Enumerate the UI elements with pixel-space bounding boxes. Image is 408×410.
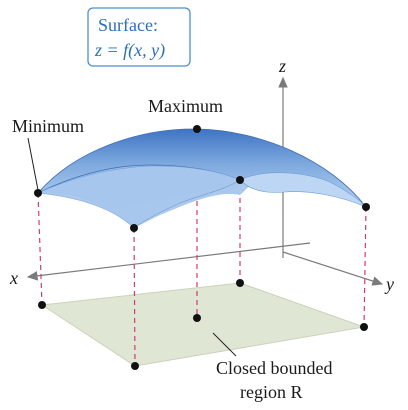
surface-label-line2: z = f(x, y) xyxy=(94,40,165,61)
region-label-line1: Closed bounded xyxy=(216,358,333,378)
z-axis-label: z xyxy=(278,56,286,76)
minimum-leader xyxy=(27,137,39,191)
y-axis-label: y xyxy=(384,274,394,294)
surface-label-line1: Surface: xyxy=(98,15,158,35)
drop-line-minimum xyxy=(37,192,43,306)
maximum-label: Maximum xyxy=(148,96,223,116)
point-minimum-surface xyxy=(34,189,42,197)
point-right-region xyxy=(360,323,368,331)
y-axis xyxy=(282,251,384,286)
point-back-surface xyxy=(236,176,244,184)
x-axis-label: x xyxy=(9,268,18,288)
region-r xyxy=(40,282,366,367)
point-front-surface xyxy=(130,224,138,232)
region-label-line2: region R xyxy=(240,382,303,402)
point-front-region xyxy=(131,362,139,370)
surface xyxy=(36,128,367,229)
region-leader xyxy=(212,332,237,357)
drop-line-right xyxy=(363,206,367,328)
minimum-label: Minimum xyxy=(12,116,84,136)
surface-label-box xyxy=(87,7,191,67)
surface-front-flap xyxy=(36,165,241,229)
point-back-region xyxy=(236,279,244,287)
point-right-surface xyxy=(362,203,370,211)
point-minimum-region xyxy=(38,301,46,309)
point-maximum-surface xyxy=(193,125,201,133)
points xyxy=(34,125,370,370)
point-maximum-region xyxy=(193,314,201,322)
x-axis xyxy=(26,242,311,281)
